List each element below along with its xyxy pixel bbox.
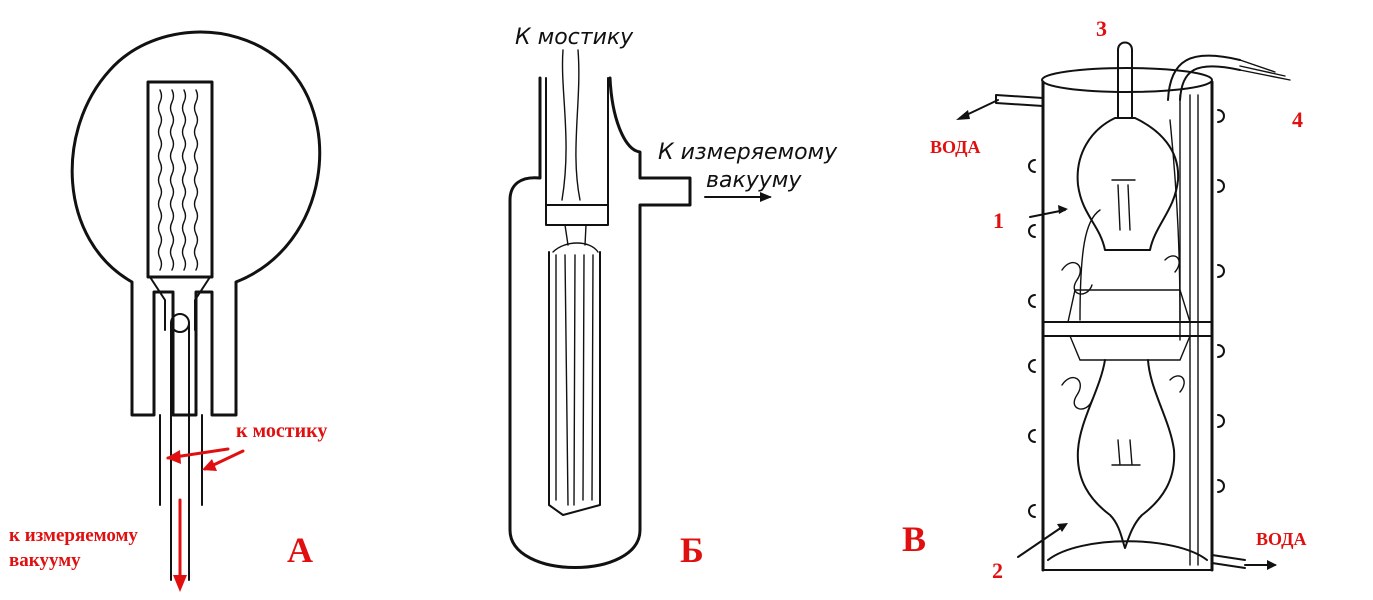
panel-b-letter: Б [680,530,704,570]
panel-a-vacuum-label-line2: вакууму [9,550,81,571]
panel-c-plate [1042,321,1213,337]
panel-b-annotations: К мостику К измеряемому вакууму Б [515,25,838,570]
panel-a-filament-frame [146,80,214,279]
panel-a-letter: А [287,530,313,570]
panel-a-bridge-label: к мостику [236,420,327,442]
panel-c-water-bottom-label: ВОДА [1256,529,1307,549]
panel-b-seal [545,204,609,226]
panel-a-gauge [70,30,322,581]
panel-b-envelope [508,76,692,569]
panel-c-top-tube [1117,49,1133,119]
panel-c-gauge [956,41,1291,572]
panel-c-callout-2: 2 [992,558,1003,583]
panel-c-cable [1167,54,1241,101]
panel-a-stem [149,276,211,331]
panel-b-holder [545,77,609,206]
panel-a-vacuum-label-line1: к измеряемому [9,525,138,546]
panel-c-jacket-top [1041,67,1213,93]
panel-b-gauge [508,49,692,569]
panel-b-vacuum-label-line2: вакууму [706,168,802,193]
panel-b-wires [561,49,587,246]
panel-c-callout-1: 1 [993,208,1004,233]
panel-c-water-inlet [995,94,1044,107]
panel-c-lower-bulb [1076,359,1176,549]
panel-c-water-top-label: ВОДА [930,137,981,157]
panel-c-jacket-walls [1041,80,1214,572]
panel-a-vacuum-tube [170,322,190,581]
panel-c-annotations: ВОДА ВОДА 1 2 3 4 В [902,16,1307,583]
panel-a-bulb [70,30,322,417]
panel-c-cooling-coil [1028,109,1225,518]
panel-c-wire-loops [1061,255,1185,410]
panel-a-annotations: к мостику к измеряемому вакууму А [9,420,327,592]
panel-b-bridge-label: К мостику [515,25,634,50]
panel-a-leads [159,414,203,506]
panel-c-letter: В [902,519,926,559]
panel-c-callout-4: 4 [1292,107,1303,132]
panel-a-filaments [157,89,199,271]
panel-b-element [548,251,601,516]
panel-b-vacuum-label-line1: К измеряемому [658,140,838,165]
panel-b-strands [555,254,594,506]
panel-c-pointer-2 [1017,524,1066,558]
panel-c-water-outlet [1211,554,1246,569]
panel-c-callout-3: 3 [1096,16,1107,41]
panel-c-upper-bulb [1076,117,1180,251]
